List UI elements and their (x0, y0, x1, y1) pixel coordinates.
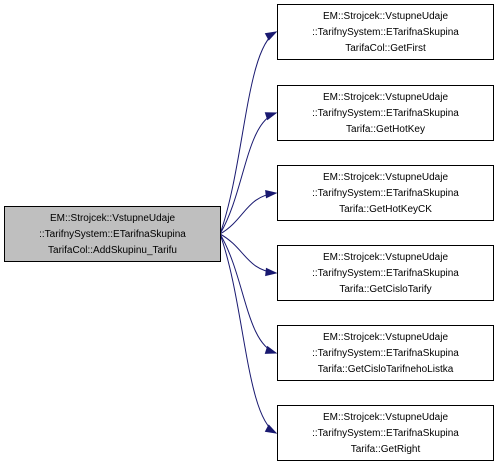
target-node-line-3: Tarifa::GetCisloTarify (339, 284, 431, 295)
edge-layer (219, 31, 278, 434)
target-node-get-cislo-tarify[interactable]: EM::Strojcek::VstupneUdaje ::TarifnySyst… (277, 245, 494, 301)
target-node-get-right[interactable]: EM::Strojcek::VstupneUdaje ::TarifnySyst… (277, 405, 494, 461)
target-node-line-1: EM::Strojcek::VstupneUdaje (323, 11, 448, 22)
edge-arrowhead-get-first (264, 31, 278, 41)
call-edge-get-first (219, 31, 277, 235)
call-edge-get-hot-key-ck (219, 192, 277, 235)
target-node-line-1: EM::Strojcek::VstupneUdaje (323, 332, 448, 343)
source-node[interactable]: EM::Strojcek::VstupneUdaje ::TarifnySyst… (4, 206, 221, 262)
target-node-get-hot-key-ck[interactable]: EM::Strojcek::VstupneUdaje ::TarifnySyst… (277, 165, 494, 221)
edge-arrowhead-get-cislo-tarifneho-listka (264, 345, 278, 354)
target-node-line-3: Tarifa::GetHotKeyCK (339, 204, 432, 215)
target-node-box (277, 405, 494, 461)
target-node-get-first[interactable]: EM::Strojcek::VstupneUdaje ::TarifnySyst… (277, 4, 494, 60)
target-node-line-2: ::TarifnySystem::ETarifnaSkupina (312, 188, 459, 199)
target-node-box (277, 85, 494, 141)
source-node-box (4, 206, 221, 262)
target-node-line-2: ::TarifnySystem::ETarifnaSkupina (312, 348, 459, 359)
edge-arrowhead-get-hot-key (264, 112, 278, 121)
target-node-box (277, 165, 494, 221)
source-node-line-1: EM::Strojcek::VstupneUdaje (50, 213, 175, 224)
target-node-box (277, 4, 494, 60)
target-node-box (277, 245, 494, 301)
source-node-line-3: TarifaCol::AddSkupinu_Tarifu (48, 245, 177, 256)
call-edge-get-cislo-tarifneho-listka (219, 233, 277, 354)
target-node-line-3: TarifaCol::GetFirst (345, 43, 426, 54)
target-node-line-2: ::TarifnySystem::ETarifnaSkupina (312, 27, 459, 38)
call-edge-get-right (219, 233, 277, 434)
target-node-line-2: ::TarifnySystem::ETarifnaSkupina (312, 268, 459, 279)
target-node-line-2: ::TarifnySystem::ETarifnaSkupina (312, 428, 459, 439)
call-edge-get-hot-key (219, 112, 277, 235)
target-node-get-cislo-tarifneho-listka[interactable]: EM::Strojcek::VstupneUdaje ::TarifnySyst… (277, 325, 494, 381)
target-node-line-1: EM::Strojcek::VstupneUdaje (323, 92, 448, 103)
target-node-line-3: Tarifa::GetRight (351, 444, 421, 455)
target-node-get-hot-key[interactable]: EM::Strojcek::VstupneUdaje ::TarifnySyst… (277, 85, 494, 141)
target-node-line-2: ::TarifnySystem::ETarifnaSkupina (312, 108, 459, 119)
source-node-line-2: ::TarifnySystem::ETarifnaSkupina (39, 229, 186, 240)
target-node-line-1: EM::Strojcek::VstupneUdaje (323, 252, 448, 263)
target-node-line-1: EM::Strojcek::VstupneUdaje (323, 412, 448, 423)
target-node-line-3: Tarifa::GetCisloTarifnehoListka (318, 364, 454, 375)
target-node-line-3: Tarifa::GetHotKey (346, 124, 425, 135)
edge-arrowhead-get-right (264, 424, 278, 434)
target-node-line-1: EM::Strojcek::VstupneUdaje (323, 172, 448, 183)
edge-arrowhead-get-cislo-tarify (265, 267, 278, 277)
edge-arrowhead-get-hot-key-ck (265, 189, 278, 199)
call-edge-get-cislo-tarify (219, 233, 277, 274)
target-node-box (277, 325, 494, 381)
